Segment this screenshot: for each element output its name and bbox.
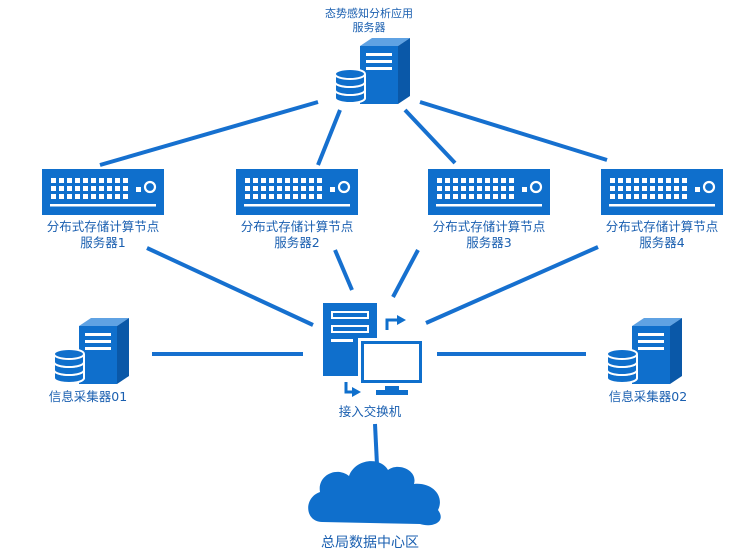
link-node1-to-switch	[146, 246, 314, 327]
switch-label: 接入交换机	[338, 404, 402, 419]
link-node4-to-switch	[425, 245, 599, 325]
rack-server-icon	[40, 167, 166, 217]
storage-node-label-line2: 服务器3	[466, 234, 512, 250]
link-top-to-node1	[99, 100, 319, 167]
server-monitor-exchange-icon	[323, 303, 425, 397]
tower-server-with-database-icon	[334, 37, 411, 105]
storage-node-label-line2: 服务器1	[80, 234, 126, 250]
cloud-icon	[308, 461, 441, 526]
storage-node-label-line1: 分布式存储计算节点	[240, 219, 354, 234]
storage-node-label-line1: 分布式存储计算节点	[432, 219, 546, 234]
collector-01-label: 信息采集器01	[48, 389, 128, 404]
storage-node-1-label: 分布式存储计算节点 服务器1	[33, 219, 173, 250]
storage-node-3-label: 分布式存储计算节点 服务器3	[419, 219, 559, 250]
storage-node-label-line2: 服务器4	[639, 234, 685, 250]
storage-node-4-label: 分布式存储计算节点 服务器4	[592, 219, 732, 250]
link-switch-to-datacenter	[373, 423, 379, 466]
tower-server-with-database-icon	[606, 317, 683, 385]
rack-server-icon	[599, 167, 725, 217]
link-node2-to-switch	[333, 249, 354, 291]
datacenter-label: 总局数据中心区	[321, 535, 419, 551]
rack-server-icon	[234, 167, 360, 217]
rack-server-icon	[426, 167, 552, 217]
storage-node-label-line2: 服务器2	[274, 234, 320, 250]
top-server-label-line2: 服务器	[352, 20, 386, 34]
storage-node-2-label: 分布式存储计算节点 服务器2	[227, 219, 367, 250]
link-node3-to-switch	[391, 249, 420, 298]
storage-node-label-line1: 分布式存储计算节点	[46, 219, 160, 234]
tower-server-with-database-icon	[53, 317, 130, 385]
top-server-label: 态势感知分析应用 服务器	[298, 7, 440, 35]
link-top-to-node4	[419, 100, 608, 162]
link-top-to-node2	[316, 109, 342, 166]
link-top-to-node3	[403, 108, 457, 165]
top-server-label-line1: 态势感知分析应用	[325, 7, 413, 20]
collector-02-label: 信息采集器02	[608, 389, 688, 404]
storage-node-label-line1: 分布式存储计算节点	[605, 219, 719, 234]
